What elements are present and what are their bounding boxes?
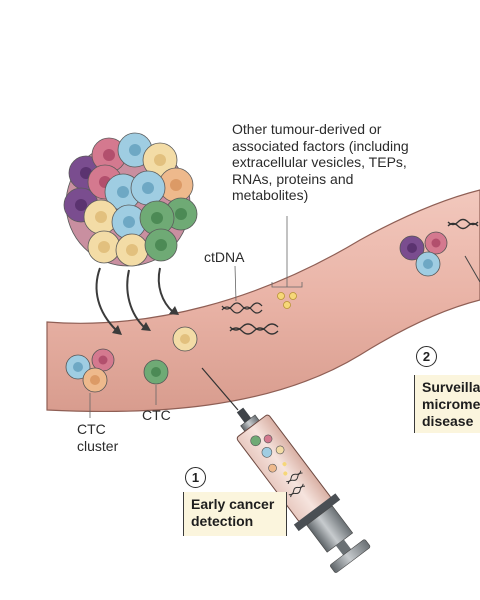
ctc-cluster-label: CTC cluster bbox=[77, 421, 119, 454]
arrow-icon bbox=[95, 267, 174, 331]
dna-helix-icon bbox=[221, 218, 479, 335]
surveillance-box: Surveilla micrometa disease bbox=[414, 375, 480, 433]
callout-number-1: 1 bbox=[185, 467, 206, 488]
callout-number-2: 2 bbox=[416, 346, 437, 367]
right-ctc-cluster bbox=[399, 231, 448, 277]
arrow-heads bbox=[112, 306, 179, 335]
other-factors-label: Other tumour-derived or associated facto… bbox=[232, 121, 409, 203]
ctdna-label: ctDNA bbox=[204, 249, 245, 265]
blood-vessel bbox=[46, 189, 480, 413]
ctc-cell bbox=[143, 359, 169, 385]
ctc-label: CTC bbox=[142, 407, 171, 423]
tumour-cluster-icon bbox=[63, 132, 198, 267]
needle-right bbox=[464, 255, 480, 283]
ctc-cluster-cells bbox=[65, 348, 115, 393]
tumour-cell-yellow bbox=[172, 326, 198, 352]
early-cancer-detection-box: Early cancer detection bbox=[183, 492, 287, 536]
factors-leader bbox=[271, 216, 303, 288]
ctdna-leader bbox=[234, 265, 237, 302]
syringe-icon bbox=[201, 367, 371, 573]
vesicle-icon bbox=[277, 292, 297, 309]
